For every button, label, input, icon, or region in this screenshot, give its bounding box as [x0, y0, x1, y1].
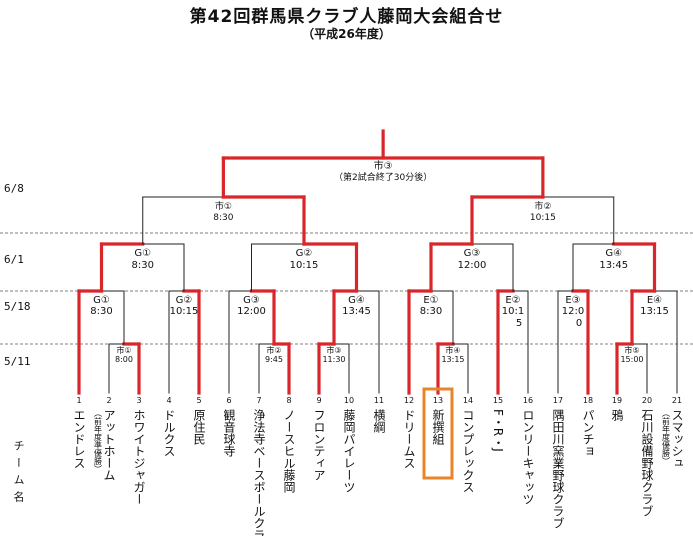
match-venue-r518_g3: G③ [243, 295, 260, 306]
team-name-17: 隅田川窯業野球クラブ [551, 409, 565, 529]
team-name-18: パンチョ [581, 409, 595, 457]
match-venue-r518_e3: E③ [565, 295, 580, 306]
team-number-7: 7 [256, 396, 261, 405]
match-time-r61_g3: 12:00 [458, 260, 487, 271]
match-time-r511_4: 13:15 [441, 355, 464, 364]
team-name-16: ロンリーキャッツ [521, 409, 535, 505]
match-time-r511_1: 8:00 [115, 355, 133, 364]
match-venue-final: 市③ [374, 159, 393, 172]
team-name-2: アットホーム [102, 409, 116, 481]
match-venue-r518_g1: G① [93, 295, 110, 306]
match-time-r511_5: 15:00 [620, 355, 643, 364]
match-venue-r518_e2: E② [505, 295, 520, 306]
team-name-14: コンプレックス [461, 409, 475, 493]
match-time-r518_g2: 10:15 [170, 306, 199, 317]
date-label-6-1: 6/1 [4, 253, 24, 266]
match-venue-r68_2: 市② [534, 200, 551, 212]
team-number-10: 10 [344, 396, 354, 405]
match-time-r518_g3: 12:00 [237, 306, 266, 317]
match-time-r68_2: 10:15 [530, 213, 556, 223]
match-venue-r511_4: 市④ [445, 345, 460, 355]
match-venue-r518_g2: G② [176, 295, 193, 306]
team-name-13: 新撰組 [431, 408, 445, 445]
team-number-16: 16 [523, 396, 533, 405]
team-number-20: 20 [642, 396, 652, 405]
team-name-5: 原住民 [192, 409, 206, 446]
team-name-4: ドルクス [162, 409, 176, 457]
team-name-9: フロンティア [312, 409, 326, 481]
team-note-2: （前年度準優勝） [94, 409, 103, 473]
match-venue-r511_3: 市③ [326, 345, 341, 355]
team-number-15: 15 [493, 396, 503, 405]
team-name-12: ドリームス [402, 409, 416, 469]
team-number-12: 12 [404, 396, 414, 405]
match-time-r511_2: 9:45 [265, 355, 283, 364]
match-time-r518_g1: 8:30 [90, 306, 112, 317]
match-time-r518_e3: 12:0 [562, 306, 584, 317]
match-time-r518_e1: 8:30 [420, 306, 442, 317]
team-number-13: 13 [433, 396, 443, 405]
match-time-r518_e2: 10:1 [502, 306, 524, 317]
team-name-21: スマッシュ [670, 409, 684, 469]
team-number-21: 21 [672, 396, 682, 405]
match-venue-r518_g4: G④ [348, 295, 365, 306]
match-venue-r61_g2: G② [296, 248, 313, 259]
team-number-9: 9 [316, 396, 321, 405]
match-time-extra-r518_e2: 5 [516, 318, 522, 329]
team-number-18: 18 [583, 396, 593, 405]
match-venue-r518_e4: E④ [647, 295, 662, 306]
team-name-1: エンドレス [72, 409, 86, 469]
match-time-r518_g4: 13:45 [342, 306, 371, 317]
match-time-extra-r518_e3: 0 [576, 318, 582, 329]
highlight-box-team-13 [422, 387, 454, 480]
match-time-r511_3: 11:30 [322, 355, 345, 364]
team-name-20: 石川設備野球クラブ [640, 409, 654, 517]
team-number-14: 14 [463, 396, 473, 405]
match-time-r61_g2: 10:15 [290, 260, 319, 271]
team-number-17: 17 [553, 396, 563, 405]
team-name-10: 藤岡パイレーツ [342, 409, 356, 493]
team-number-19: 19 [612, 396, 622, 405]
match-time-r61_g1: 8:30 [132, 260, 154, 271]
match-venue-r61_g4: G④ [605, 248, 622, 259]
match-time-r518_e4: 13:15 [640, 306, 669, 317]
team-number-3: 3 [136, 396, 141, 405]
team-name-3: ホワイトジャガー [132, 409, 146, 505]
match-venue-r518_e1: E① [423, 295, 438, 306]
team-name-8: ノースヒル藤岡 [282, 409, 296, 493]
team-note-21: （前年度優勝） [662, 409, 671, 465]
match-venue-r511_2: 市② [266, 345, 281, 355]
match-venue-r511_1: 市① [116, 345, 131, 355]
page-title: 第42回群馬県クラブ人藤岡大会組合せ [189, 7, 504, 27]
page-subtitle: （平成26年度） [302, 27, 391, 41]
match-time-r68_1: 8:30 [213, 213, 233, 223]
date-label-6-8: 6/8 [4, 182, 24, 195]
match-venue-r61_g3: G③ [464, 248, 481, 259]
team-name-axis-label: チーム名 [12, 440, 25, 508]
team-number-1: 1 [76, 396, 81, 405]
team-name-19: 鴉 [610, 409, 624, 422]
match-venue-r61_g1: G① [134, 248, 151, 259]
match-venue-r511_5: 市⑤ [624, 345, 639, 355]
team-name-15: F・R・J [491, 409, 505, 452]
team-name-7: 浄法寺ベースボールクラブ [252, 409, 266, 536]
match-venue-r68_1: 市① [215, 200, 232, 212]
match-time-r61_g4: 13:45 [599, 260, 628, 271]
date-label-5-18: 5/18 [4, 300, 31, 313]
team-number-11: 11 [374, 396, 384, 405]
match-time-final: （第2試合終了30分後） [334, 171, 432, 183]
team-name-11: 横綱 [372, 409, 386, 433]
date-label-5-11: 5/11 [4, 355, 31, 368]
team-name-6: 観音球寺 [222, 409, 236, 457]
team-number-6: 6 [226, 396, 231, 405]
team-number-5: 5 [196, 396, 201, 405]
team-number-2: 2 [106, 396, 111, 405]
team-number-8: 8 [286, 396, 291, 405]
team-number-4: 4 [166, 396, 171, 405]
